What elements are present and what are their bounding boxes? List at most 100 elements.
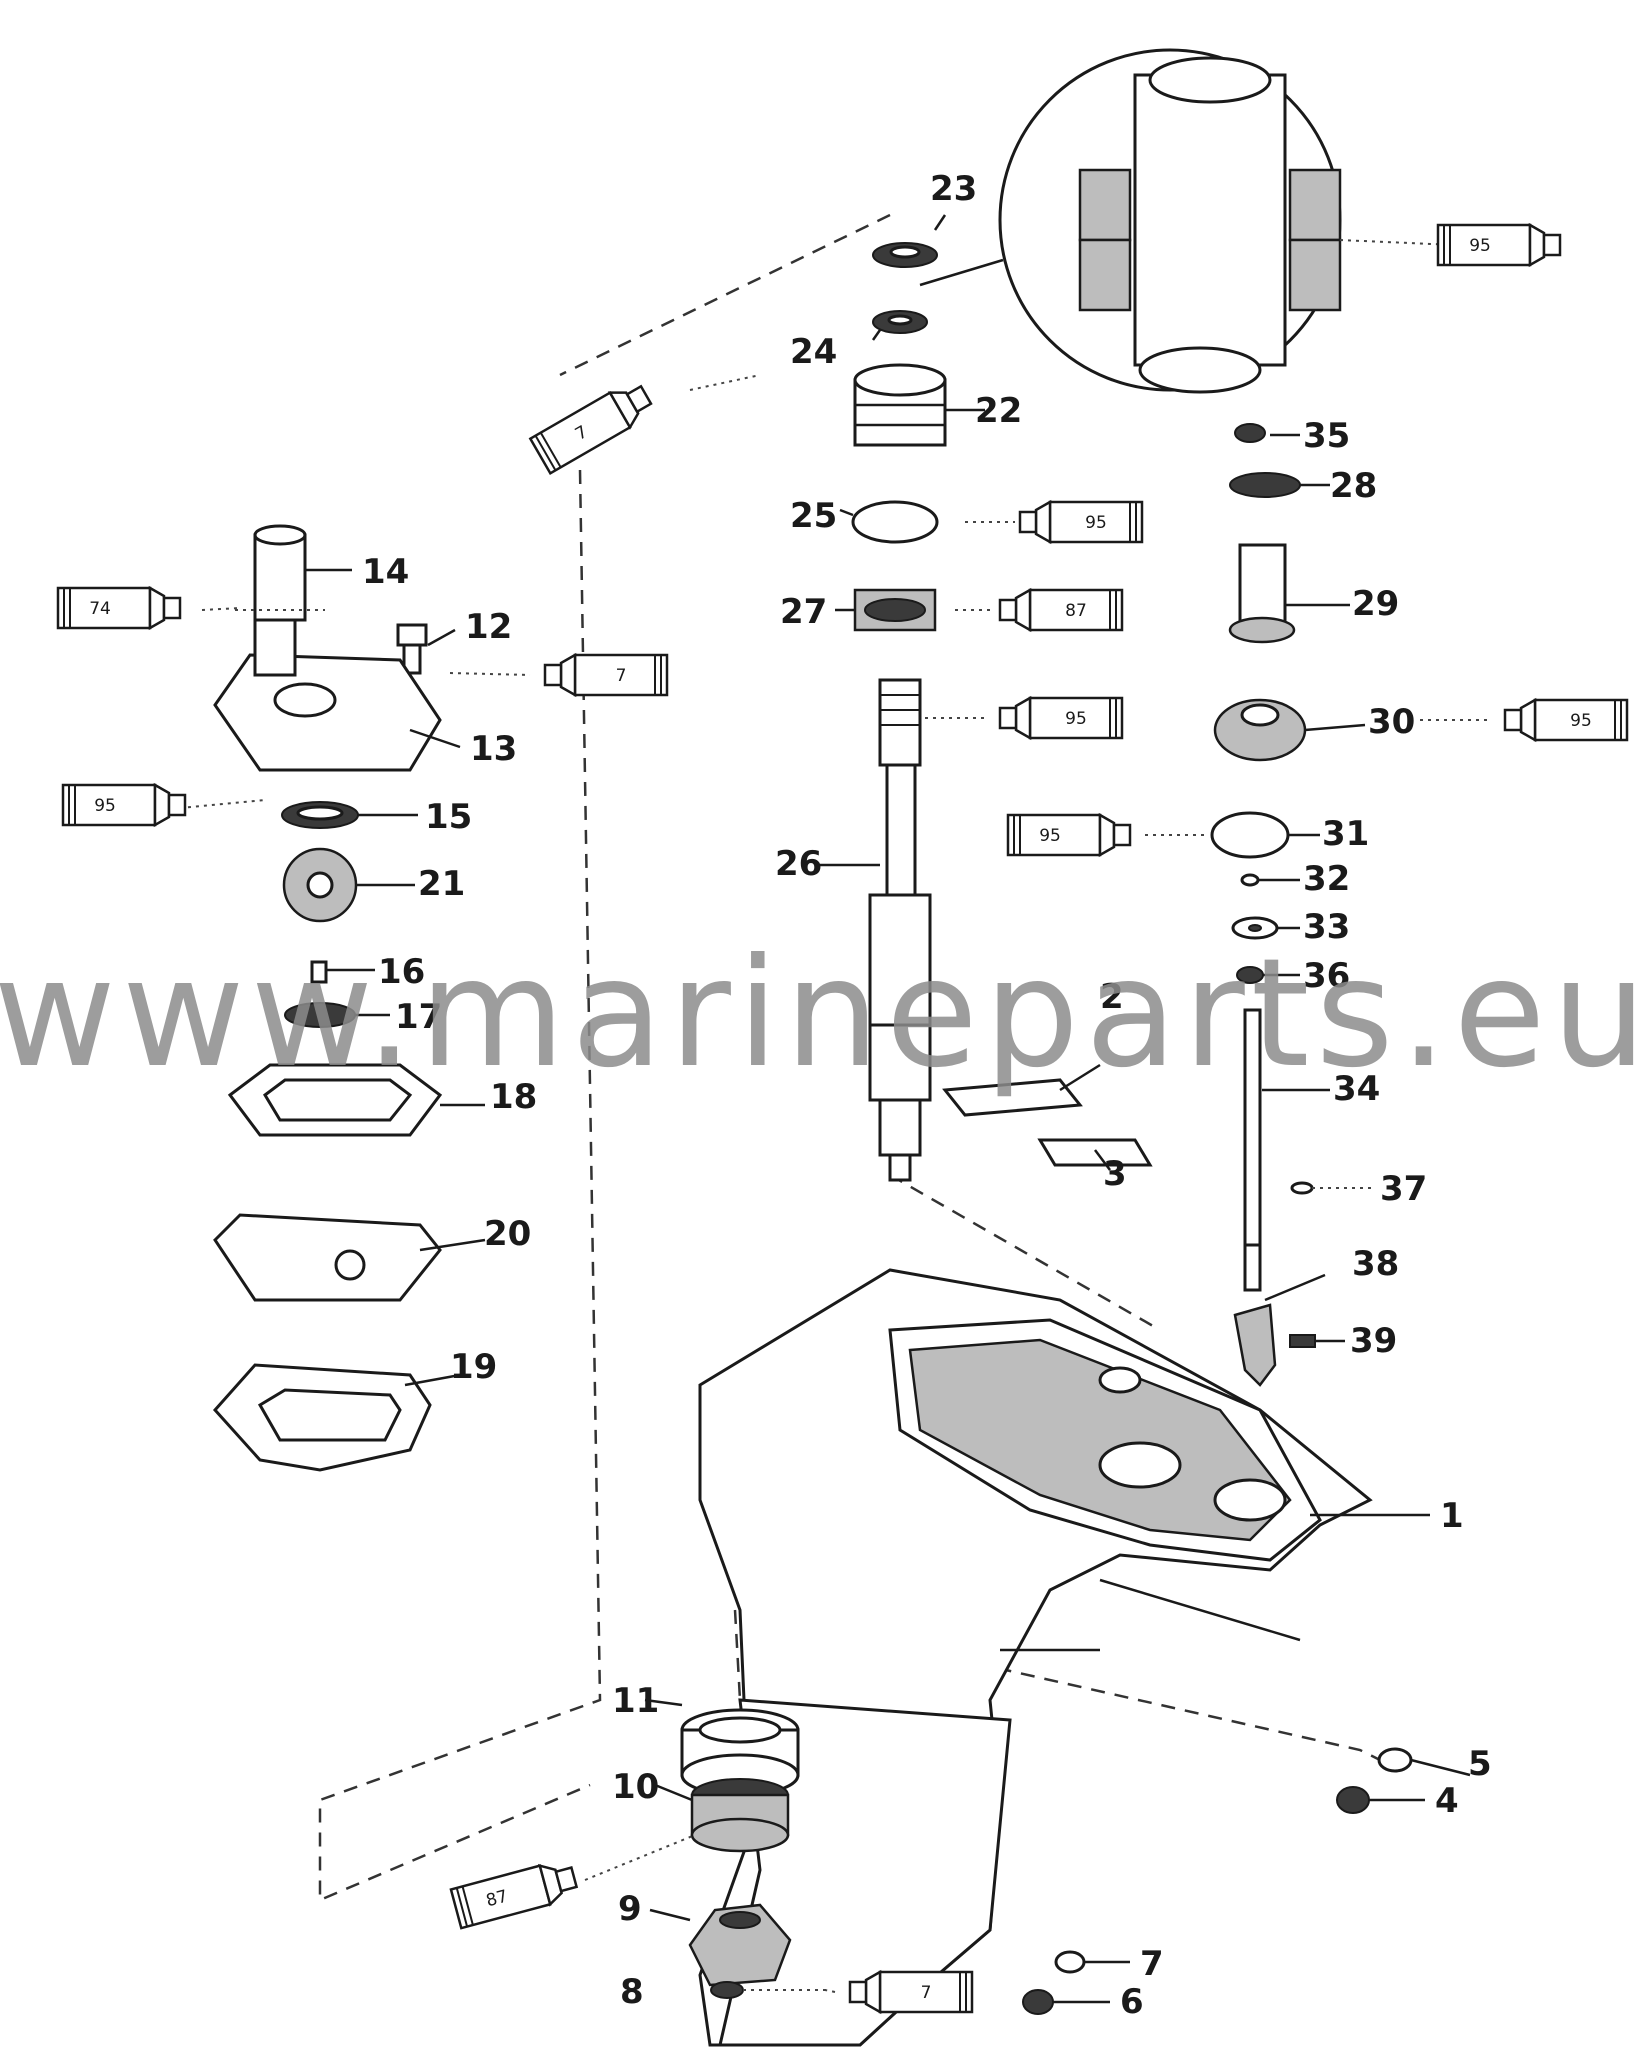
tube-leaders <box>179 239 1490 1993</box>
part-26-driveshaft <box>868 678 932 1182</box>
callout-33: 33 <box>1303 907 1350 947</box>
part-13-pump-housing <box>213 618 442 772</box>
callout-21: 21 <box>418 864 465 904</box>
sealant-tube-7-part8: 7 <box>848 1970 974 2014</box>
svg-text:7: 7 <box>616 666 627 686</box>
sealant-tube-95-top: 95 <box>1436 223 1562 267</box>
callout-29: 29 <box>1352 584 1399 624</box>
sealant-tube-74: 74 <box>56 586 182 630</box>
part-38-shift-cam <box>1233 1243 1277 1387</box>
part-15-seal <box>281 801 359 829</box>
part-29-shift-shaft-bushing <box>1228 543 1296 644</box>
sealant-tube-95-part26: 95 <box>998 696 1124 740</box>
callout-32: 32 <box>1303 859 1350 899</box>
callout-14: 14 <box>362 552 409 592</box>
callout-22: 22 <box>975 391 1022 431</box>
svg-text:95: 95 <box>1570 711 1592 731</box>
guide-line-left <box>318 213 891 1902</box>
part-35-nut <box>1234 423 1266 443</box>
callout-30: 30 <box>1368 702 1415 742</box>
part-8-nut <box>710 1981 744 1999</box>
callout-35: 35 <box>1303 416 1350 456</box>
callout-31: 31 <box>1322 814 1369 854</box>
callout-19: 19 <box>450 1347 497 1387</box>
svg-text:95: 95 <box>1085 513 1107 533</box>
svg-text:95: 95 <box>1469 236 1491 256</box>
sealant-tube-87-part27: 87 <box>998 588 1124 632</box>
part-20-face-plate <box>213 1213 442 1302</box>
callout-28: 28 <box>1330 466 1377 506</box>
part-4-plug <box>1336 1786 1370 1814</box>
part-37-clip <box>1290 1181 1314 1195</box>
sealant-tube-95-part30: 95 <box>1503 698 1629 742</box>
callout-25: 25 <box>790 496 837 536</box>
callout-12: 12 <box>465 607 512 647</box>
callout-27: 27 <box>780 592 827 632</box>
part-16-key <box>310 960 328 984</box>
part-7-washer <box>1054 1950 1086 1974</box>
callout-13: 13 <box>470 729 517 769</box>
callout-39: 39 <box>1350 1321 1397 1361</box>
callout-9: 9 <box>618 1889 642 1929</box>
part-23-seal <box>872 242 938 268</box>
part-30-pinion-gear <box>1213 698 1307 762</box>
part-11-bearing-cup <box>680 1708 800 1797</box>
svg-text:7: 7 <box>921 1983 932 2003</box>
part-14-sleeve <box>253 524 307 622</box>
part-1-gear-housing <box>698 1268 1430 2047</box>
callout-5: 5 <box>1468 1744 1492 1784</box>
callout-20: 20 <box>484 1214 531 1254</box>
guide-line-driveshaft <box>889 1173 1161 1332</box>
sealant-tube-95-part31: 95 <box>1006 813 1132 857</box>
callout-8: 8 <box>620 1972 644 2012</box>
part-25-o-ring <box>851 500 939 544</box>
callout-16: 16 <box>378 952 425 992</box>
svg-text:95: 95 <box>1039 826 1061 846</box>
callout-numbers: 1 2 3 4 5 6 7 8 9 10 11 12 13 14 15 16 1… <box>362 169 1492 2022</box>
sealant-tube-87-part10: 87 <box>449 1856 581 1930</box>
callout-18: 18 <box>490 1077 537 1117</box>
guide-line-bearing <box>733 1608 1381 1762</box>
callout-10: 10 <box>612 1767 659 1807</box>
part-3-shim <box>1037 1138 1153 1167</box>
part-31-o-ring <box>1210 811 1290 859</box>
callout-11: 11 <box>612 1681 659 1721</box>
svg-text:95: 95 <box>94 796 116 816</box>
part-22-bearing-carrier <box>853 363 947 447</box>
sealant-tube-95-part15: 95 <box>61 783 187 827</box>
part-27-bearing <box>853 588 937 632</box>
callout-24: 24 <box>790 332 837 372</box>
part-39-screw <box>1289 1334 1316 1348</box>
part-5-washer <box>1377 1747 1413 1773</box>
part-19-gasket <box>212 1363 432 1472</box>
callout-4: 4 <box>1435 1781 1459 1821</box>
watermark-text: www.marineparts.eu <box>0 927 1646 1101</box>
svg-text:87: 87 <box>1065 601 1087 621</box>
seal-detail-magnified <box>919 48 1342 394</box>
part-9-gear <box>688 1903 792 1987</box>
callout-34: 34 <box>1333 1069 1380 1109</box>
part-10-roller-bearing <box>690 1778 790 1853</box>
part-28-retainer <box>1229 472 1301 498</box>
part-18-gasket <box>227 1063 443 1137</box>
callout-23: 23 <box>930 169 977 209</box>
sealant-tube-7-upper: 7 <box>529 376 658 475</box>
callout-36: 36 <box>1303 956 1350 996</box>
callout-1: 1 <box>1440 1496 1464 1536</box>
callout-15: 15 <box>425 797 472 837</box>
callout-6: 6 <box>1120 1982 1144 2022</box>
part-32-ring <box>1240 873 1260 887</box>
callout-leaders <box>235 214 1471 2004</box>
callout-7: 7 <box>1140 1944 1164 1984</box>
callout-3: 3 <box>1103 1154 1127 1194</box>
callout-2: 2 <box>1100 977 1124 1017</box>
sealant-tube-95-part25: 95 <box>1018 500 1144 544</box>
svg-text:74: 74 <box>89 599 111 619</box>
callout-26: 26 <box>775 844 822 884</box>
callout-37: 37 <box>1380 1169 1427 1209</box>
part-21-impeller <box>282 847 358 923</box>
part-6-plug <box>1022 1989 1054 2015</box>
callout-17: 17 <box>395 997 442 1037</box>
callout-38: 38 <box>1352 1244 1399 1284</box>
part-33-washer <box>1231 916 1279 940</box>
